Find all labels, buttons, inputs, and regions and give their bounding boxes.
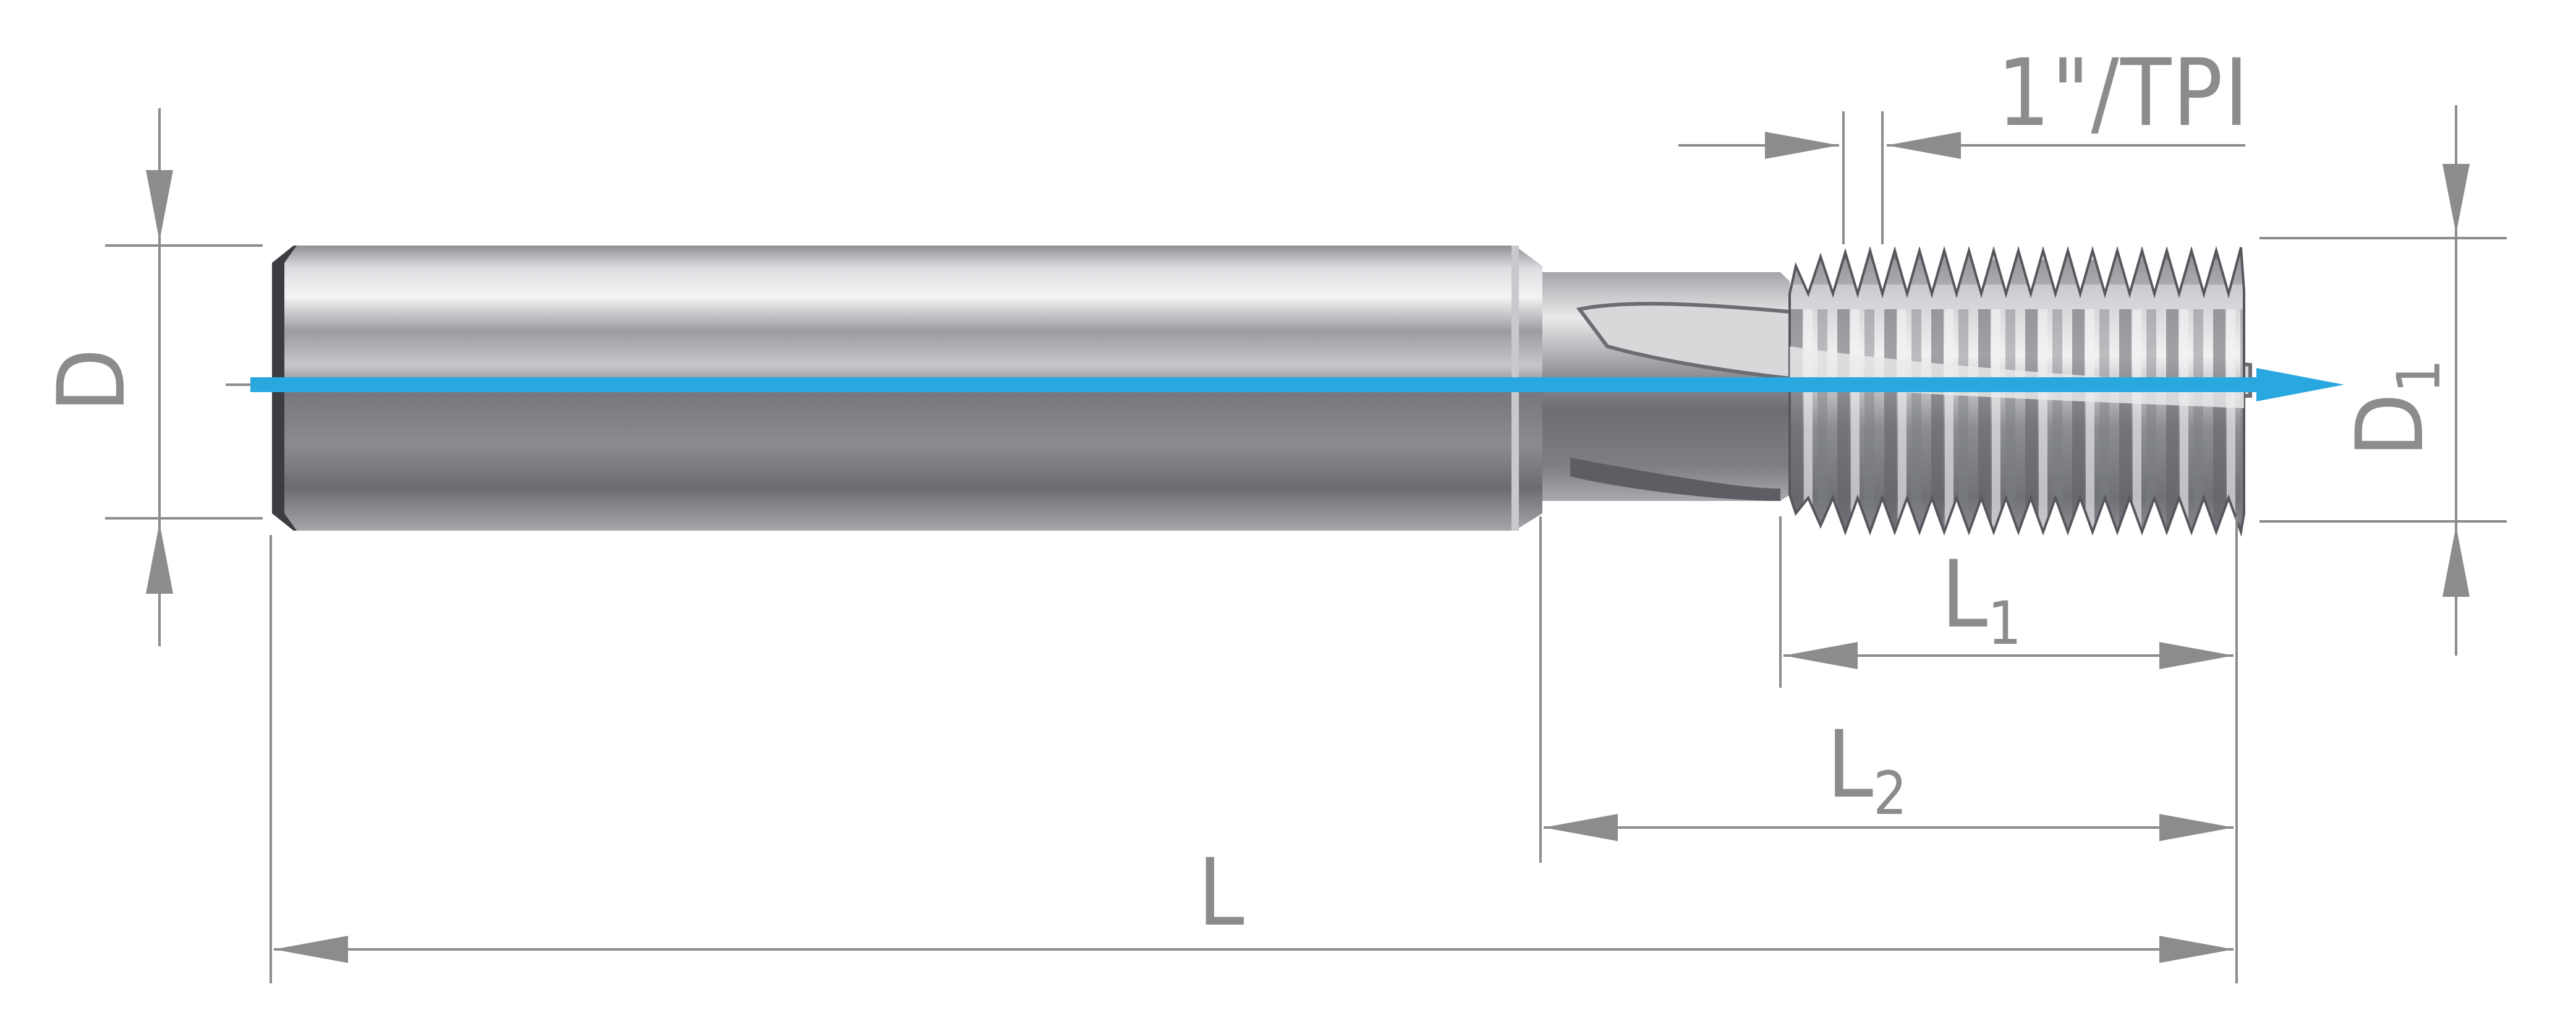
dimension-shank-diameter: D (38, 108, 263, 646)
label-thread-pitch: 1"/TPI (1997, 40, 2250, 147)
arrow-right (2159, 642, 2234, 669)
label-thread-diameter: D1 (2337, 359, 2454, 458)
arrow-left (1783, 642, 1858, 669)
arrow-up (146, 523, 173, 594)
label-thread-diameter-sub: 1 (2384, 359, 2454, 393)
label-cutting-length-sub: 1 (1987, 589, 2021, 658)
dimension-cutting-length: L1 (1779, 516, 2238, 983)
dimension-overall-length: L (270, 535, 2234, 983)
label-neck-length-sub: 2 (1873, 759, 1907, 828)
label-shank-diameter: D (38, 348, 146, 413)
flute-shadow (1570, 458, 1780, 501)
arrow-right (2159, 814, 2234, 841)
arrow-down (146, 170, 173, 241)
axis-line (250, 377, 2266, 392)
arrow-right (1765, 132, 1839, 159)
label-cutting-length: L1 (1941, 541, 2021, 658)
dimension-thread-pitch: 1"/TPI (1678, 40, 2250, 244)
label-neck-length: L2 (1827, 711, 1907, 828)
arrow-right (2159, 936, 2234, 963)
dimension-thread-diameter: D1 (2259, 105, 2507, 656)
arrow-left (274, 936, 348, 963)
dimension-neck-length: L2 (1539, 516, 2234, 863)
label-overall-length: L (1197, 839, 1244, 947)
arrow-left (1544, 814, 1618, 841)
arrow-left (1887, 132, 1961, 159)
axis-arrowhead (2256, 368, 2344, 401)
tool-axis-arrow (226, 368, 2344, 401)
arrow-up (2442, 526, 2470, 597)
arrow-down (2442, 164, 2470, 234)
